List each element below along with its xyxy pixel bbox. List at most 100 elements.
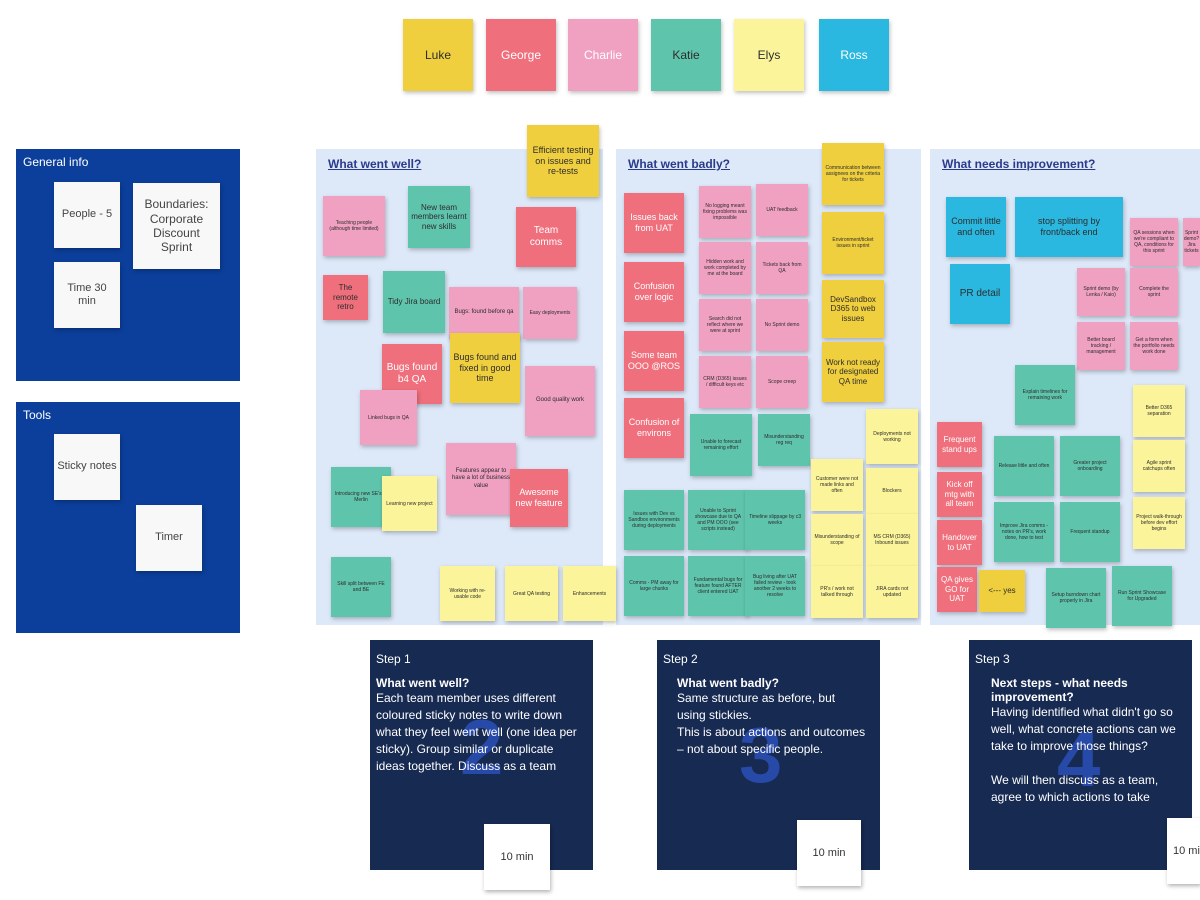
sticky-note[interactable]: Search did not reflect where we were at … <box>699 299 751 351</box>
sticky-note[interactable]: Sprint demo? Jira tickets <box>1183 218 1200 266</box>
sticky-note[interactable]: UAT feedback <box>756 184 808 236</box>
sticky-note[interactable]: Work not ready for designated QA time <box>822 342 884 402</box>
sticky-note[interactable]: CRM (D365) issues / difficult keys etc <box>699 356 751 408</box>
step-body: Same structure as before, but using stic… <box>677 691 866 757</box>
step-heading: What went badly? <box>677 676 779 690</box>
sticky-note[interactable]: Awesome new feature <box>510 469 568 527</box>
sticky-note[interactable]: Misunderstanding reg req <box>758 414 810 466</box>
step-label: Step 3 <box>975 652 1010 666</box>
step-1-panel[interactable]: 2 Step 1 What went well? Each team membe… <box>370 640 593 890</box>
sticky-note[interactable]: Issues with Dev vs Sandbox environments … <box>624 490 684 550</box>
sticky-note-name[interactable]: Luke <box>403 19 473 91</box>
sticky-note[interactable]: Improve Jira comms - notes on PR's, work… <box>994 502 1054 562</box>
sticky-note[interactable]: Environment/ticket issues in sprint <box>822 212 884 274</box>
sticky-note-sticky-notes[interactable]: Sticky notes <box>54 434 120 500</box>
sticky-note[interactable]: Bugs: found before qa <box>449 287 519 339</box>
sticky-note[interactable]: Skill split between FE and BE <box>331 557 391 617</box>
timer-sticky[interactable]: 10 mi <box>1167 818 1200 884</box>
sticky-note[interactable]: Working with re-usable code <box>440 566 495 621</box>
sticky-note[interactable]: Some team OOO @ROS <box>624 331 684 391</box>
sticky-note[interactable]: Easy deployments <box>523 287 577 339</box>
timer-sticky[interactable]: 10 min <box>797 820 861 886</box>
sticky-note[interactable]: Customer were not made links and often <box>811 459 863 511</box>
sticky-note[interactable]: Commit little and often <box>946 197 1006 257</box>
sticky-note[interactable]: The remote retro <box>323 275 368 320</box>
sticky-note-name[interactable]: George <box>486 19 556 91</box>
sticky-note[interactable]: Tidy Jira board <box>383 271 445 333</box>
sticky-note[interactable]: JIRA cards not updated <box>866 566 918 618</box>
sticky-note[interactable]: Handover to UAT <box>937 520 982 565</box>
sticky-note-name[interactable]: Elys <box>734 19 804 91</box>
step-3-panel[interactable]: 4 Step 3 Next steps - what needs improve… <box>969 640 1200 884</box>
sticky-note[interactable]: Better D365 separation <box>1133 385 1185 437</box>
step-2-panel[interactable]: 3 Step 2 What went badly? Same structure… <box>657 640 880 886</box>
sticky-note[interactable]: Frequent standup <box>1060 502 1120 562</box>
sticky-note-name[interactable]: Ross <box>819 19 889 91</box>
sticky-note[interactable]: Frequent stand ups <box>937 422 982 467</box>
sticky-note-timer[interactable]: Timer <box>136 505 202 571</box>
sticky-note[interactable]: PR's / work not talked through <box>811 566 863 618</box>
sticky-note-name[interactable]: Charlie <box>568 19 638 91</box>
sticky-note[interactable]: Get a form when the portfolio needs work… <box>1130 322 1178 370</box>
sticky-note[interactable]: Tickets back from QA <box>756 242 808 294</box>
sticky-note[interactable]: Confusion of environs <box>624 398 684 458</box>
sticky-note[interactable]: Kick off mtg with all team <box>937 472 982 517</box>
sticky-note[interactable]: Good quality work <box>525 366 595 436</box>
sticky-note[interactable]: No Sprint demo <box>756 299 808 351</box>
sticky-note[interactable]: DevSandbox D365 to web issues <box>822 280 884 338</box>
sticky-note[interactable]: Linked bugs in QA <box>360 390 417 445</box>
step-number: 3 <box>739 711 783 799</box>
sticky-note[interactable]: Blockers <box>866 468 918 514</box>
sticky-note[interactable]: Deployments not working <box>866 409 918 464</box>
sticky-note[interactable]: PR detail <box>950 264 1010 324</box>
step-heading: Next steps - what needs improvement? <box>991 676 1128 704</box>
sticky-note[interactable]: Explain timelines for remaining work <box>1015 365 1075 425</box>
sticky-note[interactable]: Great QA testing <box>505 566 558 621</box>
sticky-note[interactable]: No logging meant fixing problems was imp… <box>699 186 751 238</box>
sticky-note[interactable]: Comms - PM away for large chunks <box>624 556 684 616</box>
sticky-note[interactable]: New team members learnt new skills <box>408 186 470 248</box>
sticky-note[interactable]: Greater project onboarding <box>1060 436 1120 496</box>
sticky-note[interactable]: QA sessions when we're compliant to QA, … <box>1130 218 1178 266</box>
sticky-note[interactable]: Timeline slippage by c3 weeks <box>745 490 805 550</box>
sticky-note[interactable]: Learning new project <box>382 476 437 531</box>
sticky-note[interactable]: Misunderstanding of scope <box>811 514 863 566</box>
sticky-note[interactable]: <--- yes <box>979 570 1025 612</box>
tools-frame[interactable]: Tools Sticky notes Timer <box>16 402 240 633</box>
sticky-note-people[interactable]: People - 5 <box>54 182 120 248</box>
sticky-note[interactable]: MS CRM (D365) Inbound issues <box>866 514 918 566</box>
sticky-note[interactable]: Unable to forecast remaining effort <box>690 414 752 476</box>
sticky-note[interactable]: Team comms <box>516 207 576 267</box>
sticky-note[interactable]: Enhancements <box>563 566 616 621</box>
sticky-note[interactable]: Teaching people (although time limited) <box>323 196 385 256</box>
sticky-note[interactable]: stop splitting by front/back end <box>1015 197 1123 257</box>
sticky-note[interactable]: Scope creep <box>756 356 808 408</box>
sticky-note[interactable]: Issues back from UAT <box>624 193 684 253</box>
general-info-frame[interactable]: General info People - 5 Boundaries: Corp… <box>16 149 240 381</box>
sticky-note[interactable]: Better board tracking / management <box>1077 322 1125 370</box>
timer-sticky[interactable]: 10 min <box>484 824 550 890</box>
sticky-note[interactable]: Features appear to have a lot of busines… <box>446 443 516 515</box>
zone-title-went-well: What went well? <box>328 157 422 171</box>
sticky-note-name[interactable]: Katie <box>651 19 721 91</box>
sticky-note[interactable]: Efficient testing on issues and re-tests <box>527 125 599 197</box>
sticky-note[interactable]: Communication between assignees on the c… <box>822 143 884 205</box>
sticky-note[interactable]: Confusion over logic <box>624 262 684 322</box>
sticky-note[interactable]: Fundamental bugs for feature found AFTER… <box>688 556 748 616</box>
sticky-note[interactable]: Release little and often <box>994 436 1054 496</box>
sticky-note[interactable]: Setup burndown chart properly in Jira <box>1046 568 1106 628</box>
sticky-note[interactable]: Hidden work and work completed by me at … <box>699 242 751 294</box>
sticky-note[interactable]: Complete the sprint <box>1130 268 1178 316</box>
sticky-note[interactable]: Bugs found and fixed in good time <box>450 333 520 403</box>
sticky-note[interactable]: Bug living after UAT failed review - too… <box>745 556 805 616</box>
sticky-note[interactable]: Sprint demo (by Lenka / Kaio) <box>1077 268 1125 316</box>
sticky-note[interactable]: Unable to Sprint showcase due to QA and … <box>688 490 748 550</box>
sticky-note[interactable]: Project walk-through before dev effort b… <box>1133 497 1185 549</box>
sticky-note[interactable]: Introducing new SE's to Merlin <box>331 467 391 527</box>
sticky-note-time[interactable]: Time 30 min <box>54 262 120 328</box>
sticky-note[interactable]: Agile sprint catchups often <box>1133 440 1185 492</box>
sticky-note-boundaries[interactable]: Boundaries: Corporate Discount Sprint <box>133 183 220 269</box>
sticky-note[interactable]: Run Sprint Showcase for Upgraded <box>1112 566 1172 626</box>
zone-title-needs-improvement: What needs improvement? <box>942 157 1096 171</box>
sticky-note[interactable]: QA gives GO for UAT <box>937 567 977 612</box>
